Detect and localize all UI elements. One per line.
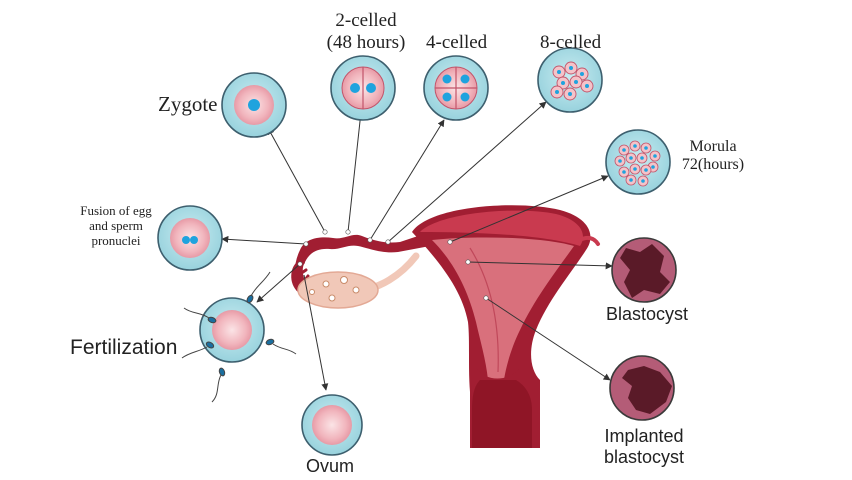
fusion-label: Fusion of egg and sperm pronuclei: [66, 203, 166, 249]
morula-cell: [605, 129, 671, 195]
fusion-cell: [157, 205, 223, 271]
sperm-cells: [181, 271, 297, 403]
arrow-to-4-celled: [369, 119, 445, 241]
blastocyst-label: Blastocyst: [606, 304, 689, 324]
arrow-to-implanted: [485, 297, 611, 381]
cervix: [472, 380, 532, 448]
arrow-to-ovum: [303, 274, 329, 391]
arrow-to-8-celled: [387, 101, 547, 243]
arrow-to-fertilization: [256, 263, 301, 303]
fertilization-cell: [199, 297, 265, 363]
morula-label: Morula 72(hours): [674, 138, 752, 175]
ovum-cell: [301, 394, 363, 456]
two-celled-cell: [330, 55, 396, 121]
implanted-blastocyst-cell: [609, 355, 675, 421]
ovary: [297, 271, 379, 309]
left-fallopian-tube: [294, 232, 430, 292]
eight-celled-label: 8-celled: [540, 32, 602, 53]
zygote-cell: [221, 72, 287, 138]
ovum-label: Ovum: [306, 456, 355, 476]
fusion-label-line1: Fusion of egg: [80, 203, 152, 218]
zygote-label: Zygote: [158, 92, 218, 116]
four-celled-cell: [423, 55, 489, 121]
eight-celled-cell: [537, 47, 603, 113]
arrow-to-zygote: [267, 127, 326, 233]
arrow-to-2-celled: [347, 111, 364, 233]
implanted-blastocyst-label: Implanted blastocyst: [596, 426, 692, 467]
blastocyst-cell: [611, 237, 677, 303]
fusion-label-line3: pronuclei: [91, 232, 141, 248]
fusion-label-line2: and sperm: [89, 217, 143, 233]
morula-label-line2: 72(hours): [681, 156, 745, 174]
morula-label-line1: Morula: [689, 138, 737, 155]
arrow-to-morula: [449, 175, 609, 243]
two-celled-label: 2-celled (48 hours): [318, 10, 414, 54]
four-celled-label: 4-celled: [426, 32, 488, 53]
implanted-label-line2: blastocyst: [603, 446, 685, 467]
arrow-to-fusion: [221, 235, 307, 245]
two-celled-label-line2: (48 hours): [326, 31, 406, 53]
two-celled-label-line1: 2-celled: [335, 10, 397, 31]
arrow-origin-dots: [297, 229, 489, 301]
implanted-label-line1: Implanted: [604, 426, 684, 446]
arrow-to-blastocyst: [467, 261, 613, 270]
fertilization-label: Fertilization: [70, 336, 178, 359]
arrows: [221, 101, 613, 391]
